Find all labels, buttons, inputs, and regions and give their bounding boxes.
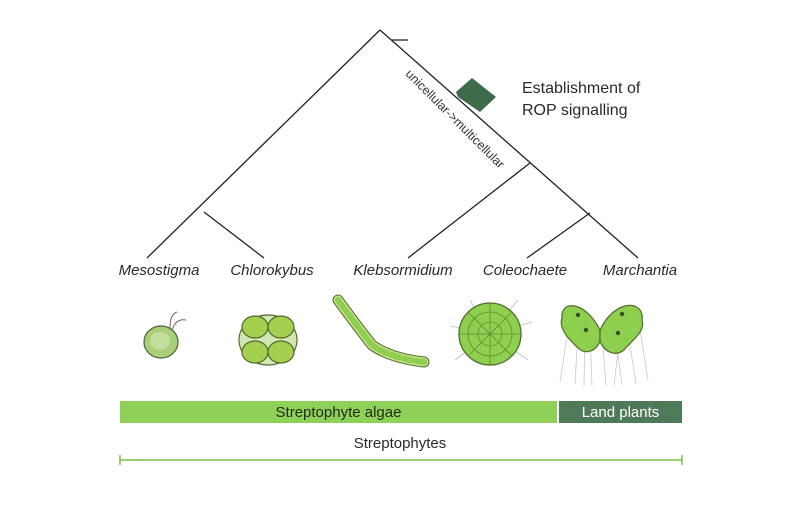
event-label-line-2: ROP signalling [522, 102, 628, 119]
land-plants-bar: Land plants [559, 401, 682, 423]
streptophytes-label: Streptophytes [353, 435, 447, 452]
branch-klebsormidium [407, 162, 531, 259]
event-label-line-1: Establishment of [522, 80, 641, 97]
chlorokybus-illustration [238, 314, 298, 366]
streptophytes-bracket [119, 455, 683, 465]
marchantia-illustration [559, 304, 649, 387]
branch-mesostigma [146, 29, 381, 259]
taxon-chlorokybus: Chlorokybus [230, 262, 314, 279]
klebsormidium-illustration [332, 294, 430, 368]
taxon-coleochaete: Coleochaete [482, 262, 568, 279]
streptophyte-algae-bar: Streptophyte algae [120, 401, 557, 423]
event-label: Establishment of ROP signalling [522, 78, 640, 122]
branch-marchantia [379, 29, 639, 259]
rop-signalling-marker-icon [456, 78, 496, 112]
coleochaete-illustration [449, 299, 533, 366]
tree-branches [146, 29, 639, 259]
land-plants-label: Land plants [581, 403, 660, 421]
taxon-mesostigma: Mesostigma [118, 262, 200, 279]
branch-coleochaete [526, 212, 591, 259]
streptophyte-algae-label: Streptophyte algae [275, 403, 402, 421]
taxon-klebsormidium: Klebsormidium [353, 262, 453, 279]
taxon-marchantia: Marchantia [602, 262, 678, 279]
mesostigma-illustration [143, 311, 187, 359]
branch-chlorokybus [203, 211, 265, 259]
